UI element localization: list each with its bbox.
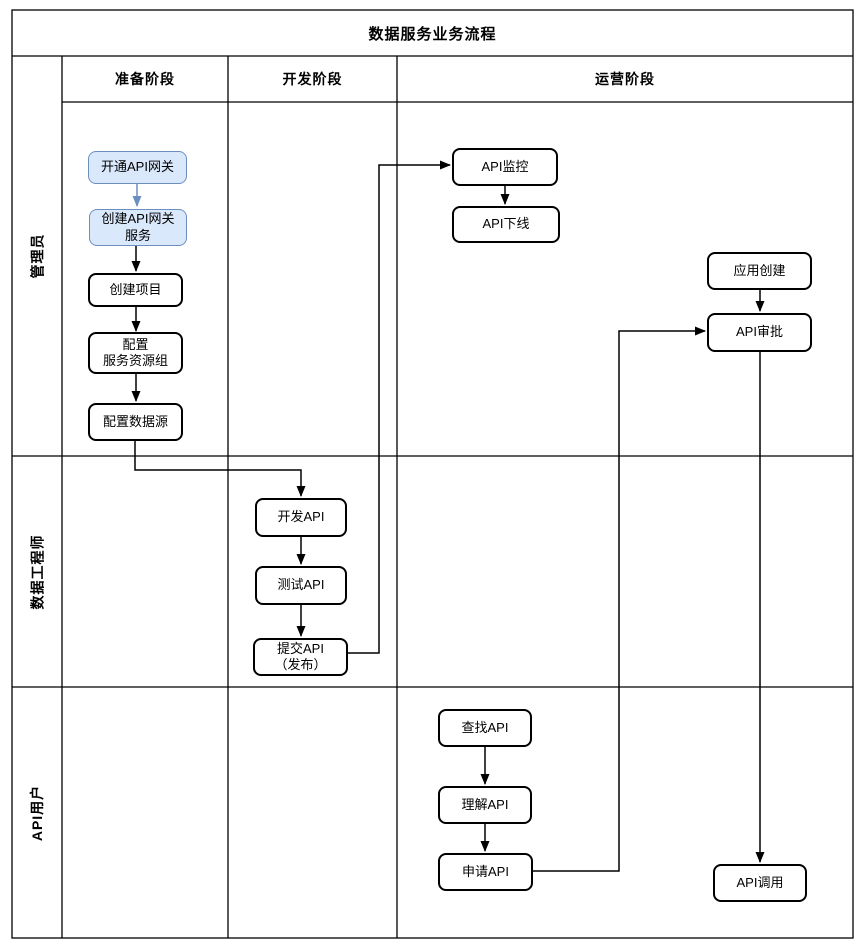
role-label-api-user: API用户	[12, 687, 62, 938]
node-find-api: 查找API	[438, 709, 532, 747]
edge-apply-to-approval	[533, 326, 706, 872]
node-configure-data-source: 配置数据源	[88, 403, 183, 441]
flow-edges	[131, 160, 765, 872]
node-api-monitoring: API监控	[452, 148, 558, 186]
swimlane-grid	[11, 9, 854, 939]
phase-header-development: 开发阶段	[282, 71, 343, 87]
node-create-api-gateway-service: 创建API网关 服务	[89, 209, 187, 246]
node-develop-api: 开发API	[255, 498, 347, 537]
edge-data-source-to-develop-api	[134, 441, 306, 497]
phase-header-operation: 运营阶段	[595, 71, 655, 87]
node-apply-api: 申请API	[438, 853, 533, 891]
node-create-project: 创建项目	[88, 273, 183, 307]
node-configure-service-resource-group: 配置 服务资源组	[88, 332, 183, 374]
node-app-creation: 应用创建	[707, 252, 812, 290]
role-label-data-engineer-text: 数据工程师	[29, 534, 45, 609]
role-label-data-engineer: 数据工程师	[12, 456, 62, 687]
diagram-title: 数据服务业务流程	[368, 25, 497, 43]
node-api-approval: API审批	[707, 313, 812, 352]
node-test-api: 测试API	[255, 566, 347, 605]
node-open-api-gateway: 开通API网关	[88, 151, 187, 184]
node-api-offline: API下线	[452, 206, 560, 243]
node-understand-api: 理解API	[438, 786, 532, 824]
role-label-administrator: 管理员	[12, 56, 62, 456]
edge-submit-to-monitoring	[348, 160, 451, 654]
node-api-call: API调用	[713, 864, 807, 902]
node-submit-api-publish: 提交API （发布）	[253, 638, 348, 676]
phase-header-preparation: 准备阶段	[115, 71, 175, 87]
role-label-api-user-text: API用户	[29, 784, 45, 841]
role-label-administrator-text: 管理员	[29, 233, 45, 279]
